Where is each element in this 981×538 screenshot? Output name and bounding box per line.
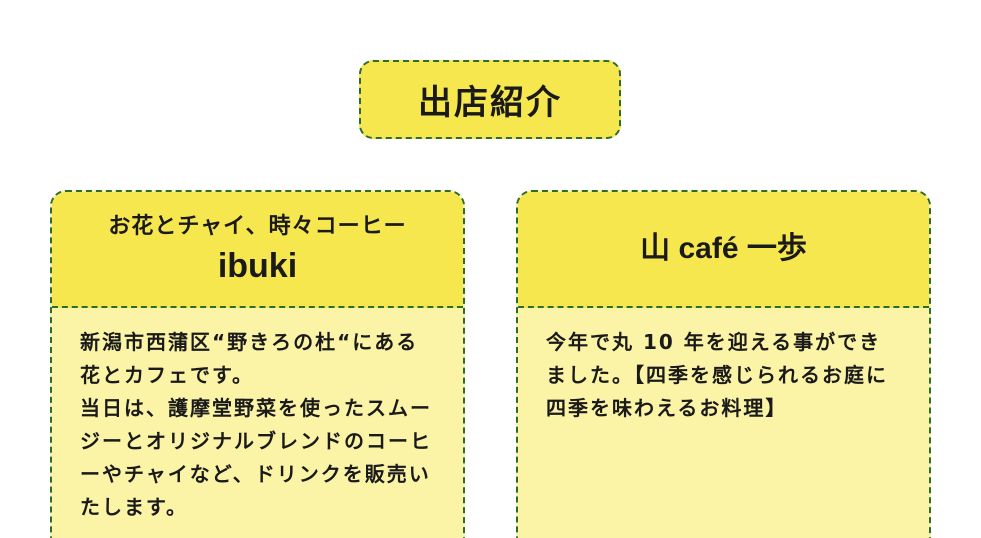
shop-card-header: 山 café 一歩 bbox=[518, 192, 929, 308]
shop-description: 新潟市西蒲区“野きろの杜“にある花とカフェです。 当日は、護摩堂野菜を使ったスム… bbox=[80, 330, 432, 519]
shop-card-header: お花とチャイ、時々コーヒー ibuki bbox=[52, 192, 463, 308]
shop-card-ibuki: お花とチャイ、時々コーヒー ibuki 新潟市西蒲区“野きろの杜“にある花とカフ… bbox=[50, 190, 465, 538]
shop-name: ibuki bbox=[217, 247, 298, 285]
shop-subtitle: お花とチャイ、時々コーヒー bbox=[108, 214, 407, 239]
shop-card-yama-cafe-ippo: 山 café 一歩 今年で丸 10 年を迎える事ができました。【四季を感じられる… bbox=[516, 190, 931, 538]
section-title: 出店紹介 bbox=[359, 60, 621, 139]
shop-name: 山 café 一歩 bbox=[640, 232, 807, 265]
shop-description: 今年で丸 10 年を迎える事ができました。【四季を感じられるお庭に四季を味わえる… bbox=[546, 330, 888, 420]
